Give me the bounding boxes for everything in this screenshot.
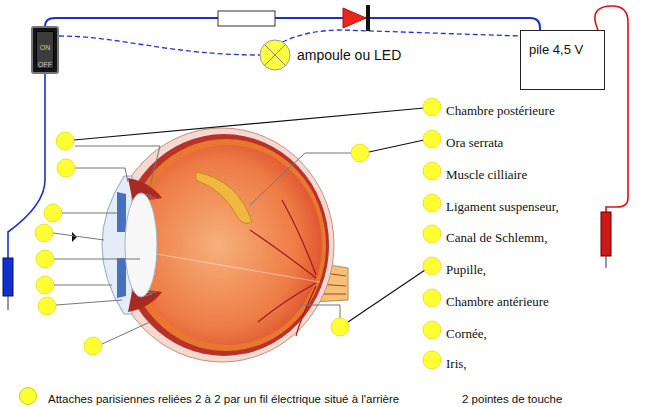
circuit-wire [45, 18, 540, 30]
legend-swatch [19, 387, 37, 405]
switch-text: ON [40, 44, 51, 52]
probe-tip [8, 296, 9, 310]
part-name: Ora serrata [446, 135, 503, 150]
sclera [110, 128, 334, 362]
note-text: 2 pointes de touche [462, 392, 562, 406]
lens [125, 193, 157, 297]
legend-text: Attaches parisiennes reliées 2 à 2 par u… [48, 392, 399, 406]
resistor-symbol [218, 11, 275, 26]
part-name: Cornée, [446, 326, 487, 341]
text-anchor: Ligament suspenseur, [446, 197, 559, 215]
blood-vessels [250, 200, 316, 336]
part-name: Chambre antérieure [446, 294, 549, 309]
text-anchor: Chambre antérieure [446, 292, 549, 310]
paper-fastener [35, 98, 441, 369]
text-anchor: pile 4,5 V [529, 40, 583, 58]
part-name: Chambre postérieure [446, 103, 555, 118]
circuit-wire [59, 36, 260, 55]
part-name: Ligament suspenseur, [446, 199, 559, 214]
battery-label: pile 4,5 V [529, 42, 583, 57]
part-name: Muscle cilliaire [446, 167, 527, 182]
battery-box: pile 4,5 V [520, 30, 605, 90]
choroid [119, 134, 329, 356]
text-anchor: Ora serrata [446, 133, 503, 151]
pair-links [74, 108, 425, 322]
switch-rocker: ON OFF [36, 31, 54, 69]
text-anchor: ON [37, 36, 53, 54]
diode-symbol [343, 8, 366, 28]
text-anchor: Canal de Schlemm, [446, 228, 547, 246]
red-probe [601, 212, 611, 256]
vitreous-body [134, 145, 322, 345]
ora-serrata-band [196, 172, 252, 223]
power-switch: ON OFF [31, 26, 59, 74]
text-anchor: Attaches parisiennes reliées 2 à 2 par u… [48, 389, 399, 407]
text-anchor: 2 pointes de touche [462, 389, 562, 407]
switch-text: OFF [38, 61, 52, 69]
retina [126, 139, 326, 351]
circuit-wire [283, 30, 521, 42]
lamp-symbol: ampoule ou LED [259, 39, 291, 71]
diode-bar [366, 5, 370, 31]
suspensory-ligament [145, 194, 156, 296]
part-name: Pupille, [446, 262, 486, 277]
text-anchor: Cornée, [446, 324, 487, 342]
lamp-label: ampoule ou LED [297, 47, 401, 63]
text-anchor: Iris, [446, 354, 467, 372]
lamp-outline [259, 39, 291, 71]
text-anchor: ampoule ou LED [297, 46, 401, 64]
text-anchor: OFF [37, 53, 53, 71]
blue-probe [3, 258, 13, 296]
leader-lines [53, 146, 351, 344]
text-anchor: Chambre postérieure [446, 101, 555, 119]
marker [72, 232, 77, 242]
part-name: Iris, [446, 356, 467, 371]
probe-tip [606, 256, 607, 268]
part-name: Canal de Schlemm, [446, 230, 547, 245]
text-anchor: Muscle cilliaire [446, 165, 527, 183]
text-anchor: Pupille, [446, 260, 486, 278]
